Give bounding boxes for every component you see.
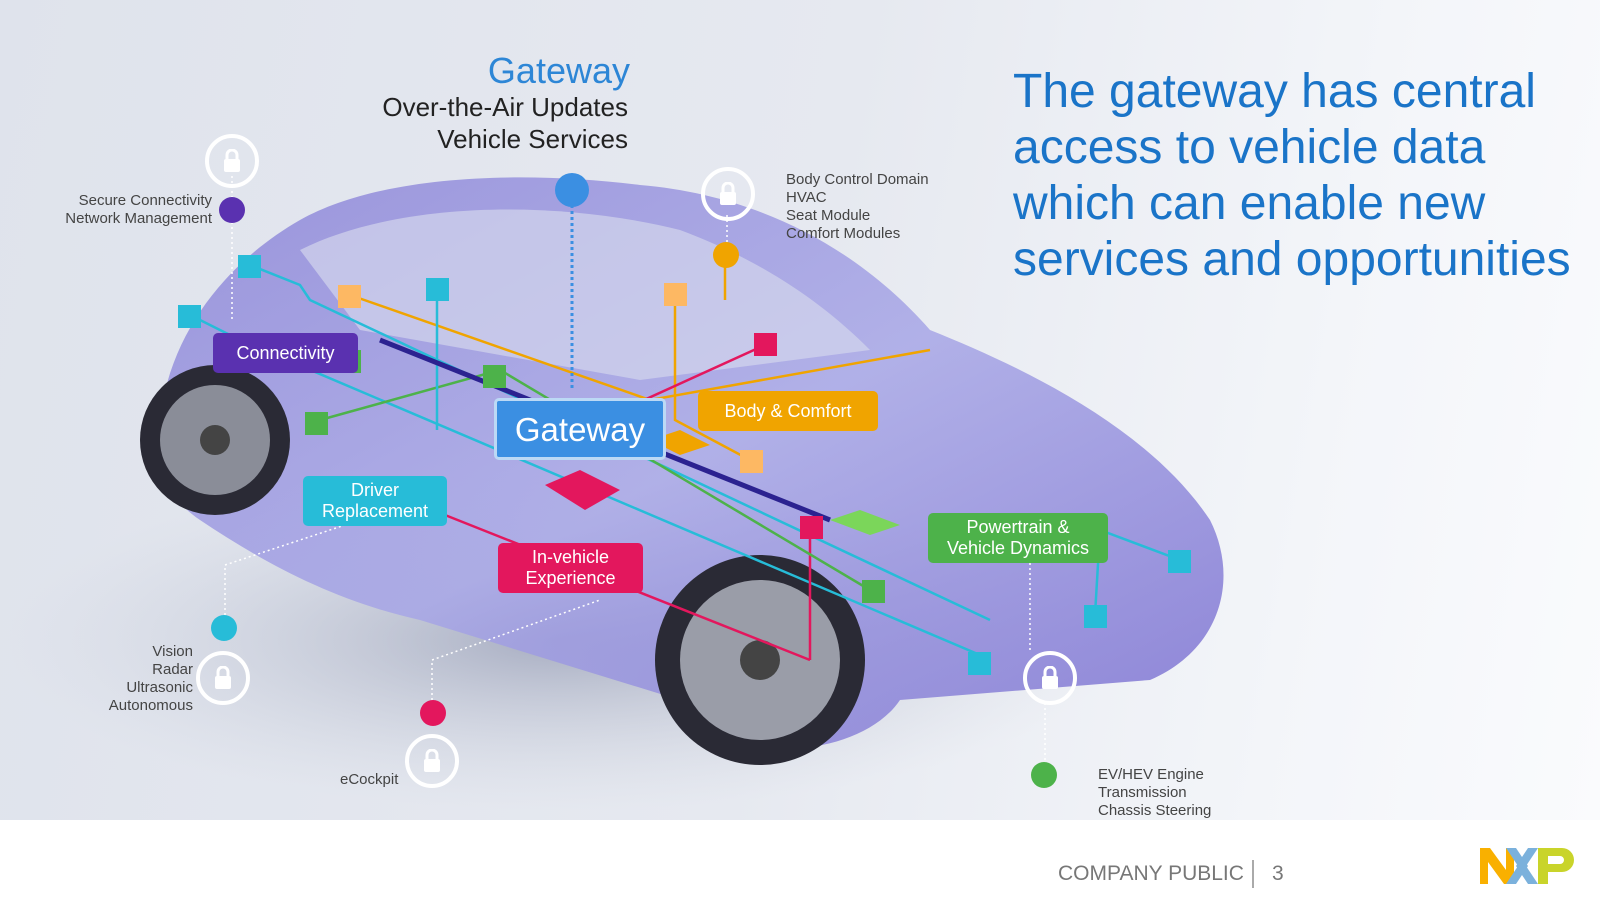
lock-icon bbox=[196, 651, 250, 705]
lock-icon bbox=[1023, 651, 1077, 705]
body-comfort-box: Body & Comfort bbox=[698, 391, 878, 431]
gateway-box: Gateway bbox=[494, 398, 666, 460]
gateway-title: Gateway bbox=[487, 50, 630, 91]
driver-dot bbox=[211, 615, 237, 641]
invehicle-dot bbox=[420, 700, 446, 726]
invehicle-details: eCockpit bbox=[340, 771, 399, 788]
nxp-logo bbox=[1480, 848, 1574, 884]
body-dot bbox=[713, 242, 739, 268]
wheel-front bbox=[655, 555, 865, 765]
wheel-rear bbox=[140, 365, 290, 515]
gateway-subtitle-services: Vehicle Services bbox=[437, 124, 628, 154]
slide-canvas: Gateway Over-the-Air Updates Vehicle Ser… bbox=[0, 0, 1600, 820]
lock-icon bbox=[701, 167, 755, 221]
gateway-dot bbox=[555, 173, 589, 207]
powertrain-box: Powertrain &Vehicle Dynamics bbox=[928, 513, 1108, 563]
page-number: 3 bbox=[1272, 862, 1284, 885]
car-illustration bbox=[0, 176, 1224, 810]
connectivity-dot bbox=[219, 197, 245, 223]
classification-label: COMPANY PUBLIC bbox=[1058, 862, 1244, 885]
footer-divider bbox=[1252, 860, 1254, 888]
gateway-subtitle-ota: Over-the-Air Updates bbox=[382, 92, 628, 122]
powertrain-dot bbox=[1031, 762, 1057, 788]
lock-icon bbox=[405, 734, 459, 788]
lock-icon bbox=[205, 134, 259, 188]
connectivity-box: Connectivity bbox=[213, 333, 358, 373]
slide-headline: The gateway has central access to vehicl… bbox=[1013, 65, 1571, 286]
